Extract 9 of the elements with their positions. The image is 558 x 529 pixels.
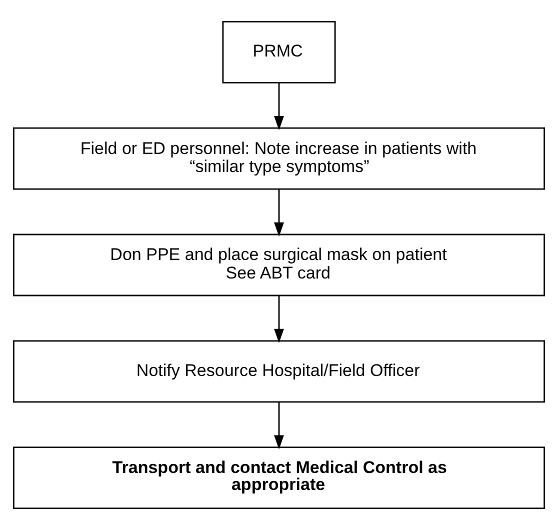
node-box: Field or ED personnel: Note increase in patients with “similar type symptoms” <box>12 126 546 190</box>
node-box: Notify Resource Hospital/Field Officer <box>12 340 546 402</box>
arrow <box>274 188 284 236</box>
arrow <box>274 402 284 449</box>
node-box: Transport and contact Medical Control as appropriate <box>12 446 546 509</box>
node-box: Don PPE and place surgical mask on patient See ABT card <box>12 233 546 296</box>
arrow <box>274 295 284 343</box>
arrow <box>274 82 284 130</box>
node-box: PRMC <box>222 20 336 83</box>
